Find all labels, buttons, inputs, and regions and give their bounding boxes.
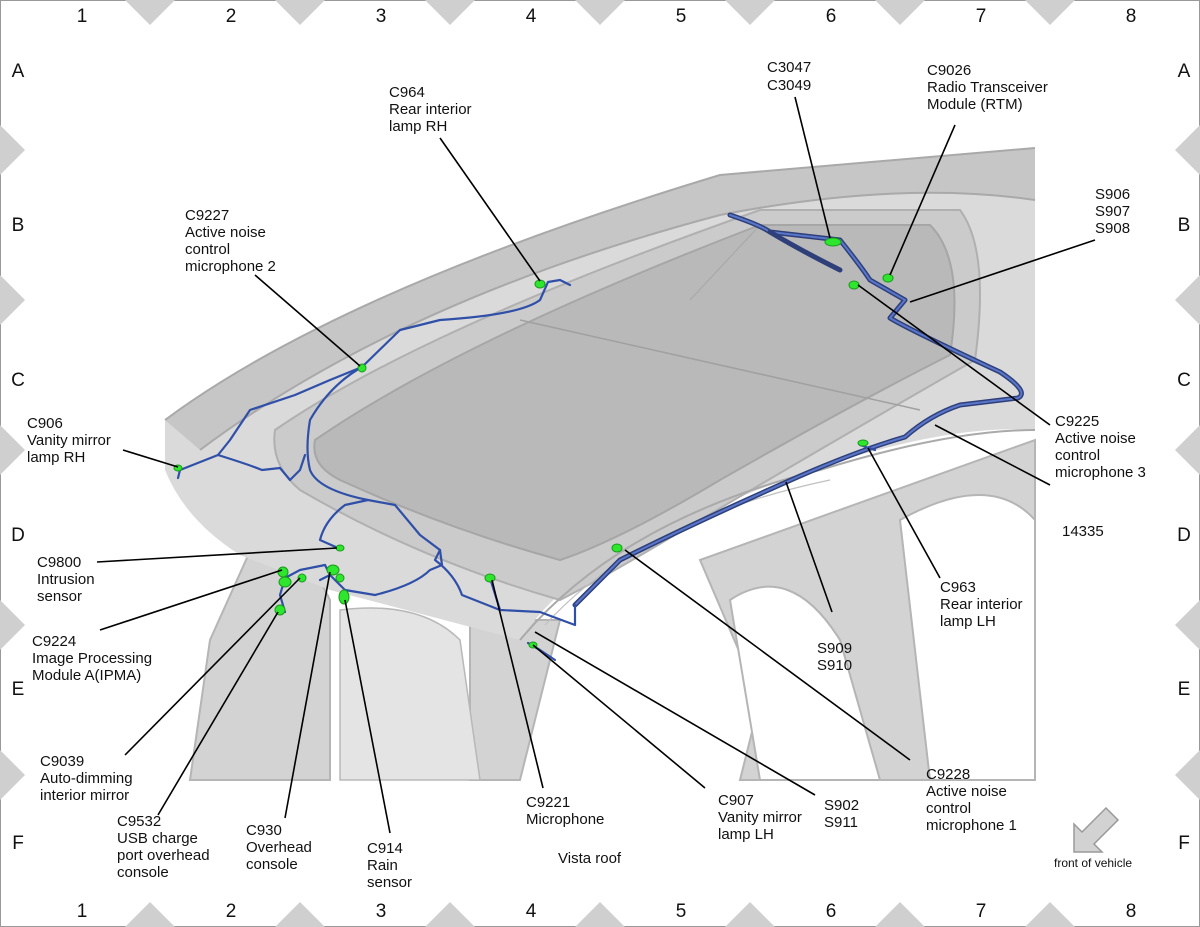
connectors [173, 237, 894, 649]
vehicle-roof-illustration [164, 147, 1036, 781]
label-c9227: C9227 Active noise control microphone 2 [185, 207, 276, 275]
grid-row-b-right: B [1178, 215, 1191, 236]
grid-col-4: 4 [526, 6, 537, 27]
label-c9026: C9026 Radio Transceiver Module (RTM) [927, 62, 1052, 113]
front-of-vehicle-label: front of vehicle [1054, 856, 1132, 870]
grid-row-c: C [11, 370, 25, 391]
label-c9228: C9228 Active noise control microphone 1 [926, 766, 1017, 834]
grid-col-6-bottom: 6 [826, 901, 837, 922]
leader-lines [96, 96, 1096, 834]
grid-row-f: F [12, 833, 24, 854]
grid-col-3: 3 [376, 6, 387, 27]
grid-col-2: 2 [226, 6, 237, 27]
label-s902: S902 S911 [824, 797, 863, 831]
grid-col-6: 6 [826, 6, 837, 27]
label-c914: C914 Rain sensor [367, 840, 412, 891]
grid-row-a-right: A [1178, 61, 1191, 82]
grid-columns-top: 1 2 3 4 5 6 7 8 [77, 6, 1137, 27]
label-vista-roof: Vista roof [558, 850, 622, 867]
grid-row-b: B [12, 215, 25, 236]
label-s909: S909 S910 [817, 640, 856, 674]
label-c9221: C9221 Microphone [526, 794, 604, 828]
label-c964: C964 Rear interior lamp RH [389, 84, 476, 135]
wiring-harness-main [572, 212, 1024, 608]
label-c963: C963 Rear interior lamp LH [940, 579, 1027, 630]
grid-col-3-bottom: 3 [376, 901, 387, 922]
grid-row-d-right: D [1177, 525, 1191, 546]
grid-col-4-bottom: 4 [526, 901, 537, 922]
grid-row-f-right: F [1178, 833, 1190, 854]
grid-col-1-bottom: 1 [77, 901, 88, 922]
label-c9800: C9800 Intrusion sensor [37, 554, 99, 605]
grid-col-1: 1 [77, 6, 88, 27]
grid-rows-right: A B C D E F [1177, 61, 1191, 854]
grid-col-7-bottom: 7 [976, 901, 987, 922]
label-14335: 14335 [1062, 523, 1104, 540]
front-of-vehicle-indicator: front of vehicle [1054, 806, 1132, 870]
label-c9039: C9039 Auto-dimming interior mirror [40, 753, 137, 804]
label-c9224: C9224 Image Processing Module A(IPMA) [32, 633, 156, 684]
grid-columns-bottom: 1 2 3 4 5 6 7 8 [77, 901, 1137, 922]
grid-row-e: E [12, 679, 25, 700]
arrow-down-left-icon [1073, 806, 1120, 853]
grid-col-8-bottom: 8 [1126, 901, 1137, 922]
grid-col-5: 5 [676, 6, 687, 27]
label-c9532: C9532 USB charge port overhead console [117, 813, 214, 881]
grid-row-d: D [11, 525, 25, 546]
grid-col-5-bottom: 5 [676, 901, 687, 922]
grid-col-2-bottom: 2 [226, 901, 237, 922]
grid-row-e-right: E [1178, 679, 1191, 700]
label-c906: C906 Vanity mirror lamp RH [27, 415, 115, 466]
grid-col-7: 7 [976, 6, 987, 27]
grid-row-a: A [12, 61, 25, 82]
label-c930: C930 Overhead console [246, 822, 316, 873]
label-c9225: C9225 Active noise control microphone 3 [1055, 413, 1146, 481]
component-labels: C3047 C3049 C9026 Radio Transceiver Modu… [27, 59, 1146, 891]
grid-col-8: 8 [1126, 6, 1137, 27]
label-c907: C907 Vanity mirror lamp LH [718, 792, 806, 843]
grid-rows-left: A B C D E F [11, 61, 25, 854]
label-s906: S906 S907 S908 [1095, 186, 1134, 237]
label-c3047: C3047 C3049 [767, 59, 815, 94]
grid-row-c-right: C [1177, 370, 1191, 391]
